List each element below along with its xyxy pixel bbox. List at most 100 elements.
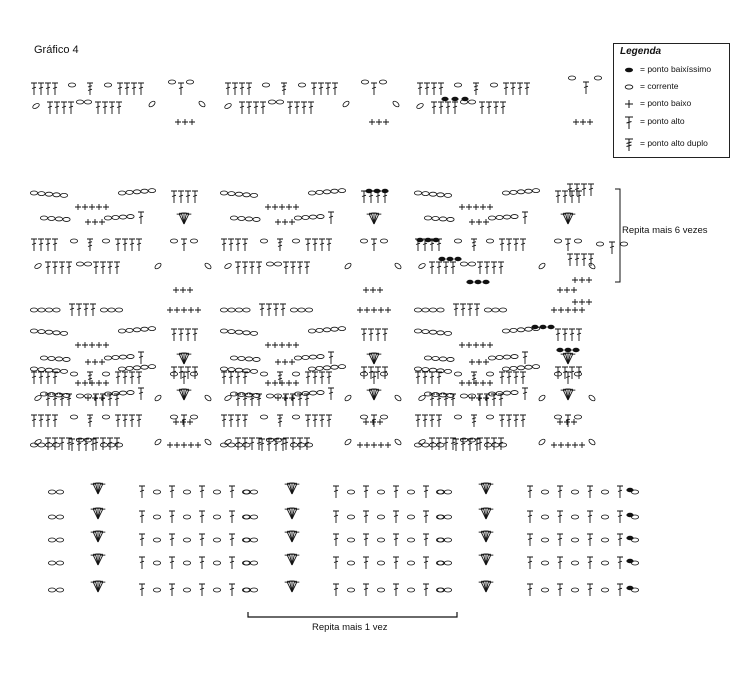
chain-stitch: [60, 368, 69, 374]
chain-stitch: [169, 238, 178, 244]
fan-stitch: [485, 483, 492, 495]
chain-stitch: [249, 368, 258, 374]
single-crochet: [557, 287, 563, 293]
double-crochet: [280, 438, 286, 451]
double-crochet: [423, 583, 429, 596]
double-crochet: [574, 253, 580, 266]
chain-stitch: [182, 587, 191, 593]
double-crochet: [499, 371, 505, 384]
double-crochet: [305, 371, 311, 384]
double-crochet: [453, 438, 459, 451]
chain-stitch: [532, 188, 541, 194]
single-crochet: [363, 287, 369, 293]
slip-stitch: [441, 96, 449, 102]
double-crochet: [102, 101, 108, 114]
double-crochet: [305, 238, 311, 251]
single-crochet: [376, 119, 382, 125]
double-crochet: [31, 414, 37, 427]
single-crochet: [487, 342, 493, 348]
chain-stitch: [249, 330, 258, 336]
chain-stitch: [532, 364, 541, 370]
double-crochet: [484, 261, 490, 274]
double-crochet: [242, 261, 248, 274]
double-crochet: [422, 371, 428, 384]
single-crochet: [459, 380, 465, 386]
double-crochet: [333, 583, 339, 596]
double-crochet: [117, 82, 123, 95]
single-crochet: [587, 119, 593, 125]
treble-crochet-icon: [625, 138, 633, 151]
double-crochet: [199, 556, 205, 569]
single-crochet: [364, 307, 370, 313]
chain-stitch: [307, 366, 316, 372]
chain-stitch: [227, 307, 236, 313]
chain-stitch: [307, 328, 316, 334]
chain-stitch: [84, 437, 93, 443]
slip-stitch: [556, 347, 564, 353]
chain-stitch: [346, 514, 355, 520]
single-crochet: [85, 219, 91, 225]
chain-stitch: [315, 365, 324, 371]
chain-stitch: [132, 189, 141, 195]
double-crochet: [52, 414, 58, 427]
double-crochet: [555, 190, 561, 203]
chain-stitch: [344, 394, 352, 402]
chain-stitch: [70, 238, 79, 244]
chain-stitch: [48, 587, 57, 593]
chain-stitch: [588, 262, 596, 270]
double-crochet: [169, 533, 175, 546]
single-crochet: [82, 204, 88, 210]
double-crochet: [249, 437, 255, 450]
chain-stitch: [241, 560, 250, 566]
single-crochet: [289, 219, 295, 225]
chain-stitch: [443, 560, 452, 566]
double-crochet: [363, 510, 369, 523]
chain-stitch: [227, 329, 236, 335]
chain-stitch: [47, 356, 56, 361]
chain-stitch: [212, 537, 221, 543]
double-crochet: [259, 438, 265, 451]
slip-stitch: [461, 96, 469, 102]
chain-stitch: [291, 238, 300, 244]
double-crochet: [587, 583, 593, 596]
double-crochet: [452, 101, 458, 114]
double-crochet: [393, 485, 399, 498]
chain-stitch: [62, 393, 71, 398]
chain-stitch: [495, 391, 504, 396]
double-crochet: [557, 510, 563, 523]
double-crochet: [393, 556, 399, 569]
double-crochet: [617, 583, 623, 596]
chain-stitch: [509, 365, 518, 371]
chain-stitch: [219, 307, 228, 313]
double-crochet: [115, 414, 121, 427]
chain-stitch: [517, 189, 526, 195]
chain-stitch: [438, 356, 447, 362]
double-crochet: [171, 190, 177, 203]
slip-stitch: [626, 512, 634, 518]
chain-stitch: [601, 514, 610, 520]
chain-stitch: [241, 587, 250, 593]
chain-stitch: [48, 537, 57, 543]
chain-stitch: [428, 329, 437, 335]
chain-stitch: [428, 191, 437, 197]
slip-stitch: [626, 585, 634, 591]
double-crochet: [304, 437, 310, 450]
double-crochet: [438, 82, 444, 95]
chain-stitch: [453, 371, 462, 377]
double-crochet: [235, 437, 241, 450]
double-crochet: [171, 328, 177, 341]
single-crochet: [459, 204, 465, 210]
chain-stitch: [315, 327, 324, 333]
double-crochet: [569, 328, 575, 341]
fan-stitch: [183, 213, 190, 225]
chain-stitch: [182, 514, 191, 520]
double-crochet: [431, 101, 437, 114]
chain-stitch: [501, 366, 510, 372]
double-crochet: [45, 82, 51, 95]
chain-stitch: [596, 241, 605, 247]
chain-stitch: [360, 79, 369, 85]
double-crochet: [115, 238, 121, 251]
double-crochet: [181, 414, 187, 427]
chain-stitch: [337, 188, 346, 194]
double-crochet: [283, 393, 289, 406]
